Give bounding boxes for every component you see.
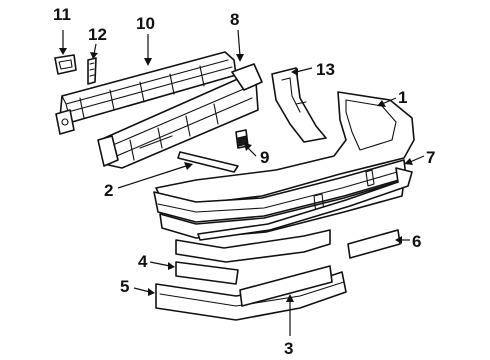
callout-1: 1 (398, 88, 407, 107)
callout-8: 8 (230, 10, 239, 29)
license-plate-pad (54, 54, 77, 75)
callout-3: 3 (284, 339, 293, 358)
left-reflector-strip (175, 261, 239, 285)
callout-4: 4 (138, 252, 148, 271)
callout-10: 10 (136, 14, 155, 33)
lower-molding (175, 229, 331, 263)
callout-6: 6 (412, 232, 421, 251)
reinforcement-bar (55, 51, 237, 135)
callout-2: 2 (104, 181, 113, 200)
callout-11: 11 (53, 5, 71, 24)
energy-absorber (97, 63, 263, 169)
valance-panel (155, 265, 347, 321)
bracket (87, 57, 97, 85)
right-reflector-strip (347, 229, 401, 259)
callout-labels: 11 12 10 8 13 1 7 9 2 6 4 5 3 (53, 5, 435, 358)
callout-9: 9 (260, 148, 269, 167)
step-pad (177, 151, 239, 173)
callout-12: 12 (88, 25, 107, 44)
side-extension (271, 67, 327, 143)
callout-7: 7 (426, 148, 435, 167)
bumper-trim-molding (197, 167, 413, 241)
callout-13: 13 (316, 60, 335, 79)
leader-lines (59, 29, 425, 336)
callout-5: 5 (120, 277, 129, 296)
